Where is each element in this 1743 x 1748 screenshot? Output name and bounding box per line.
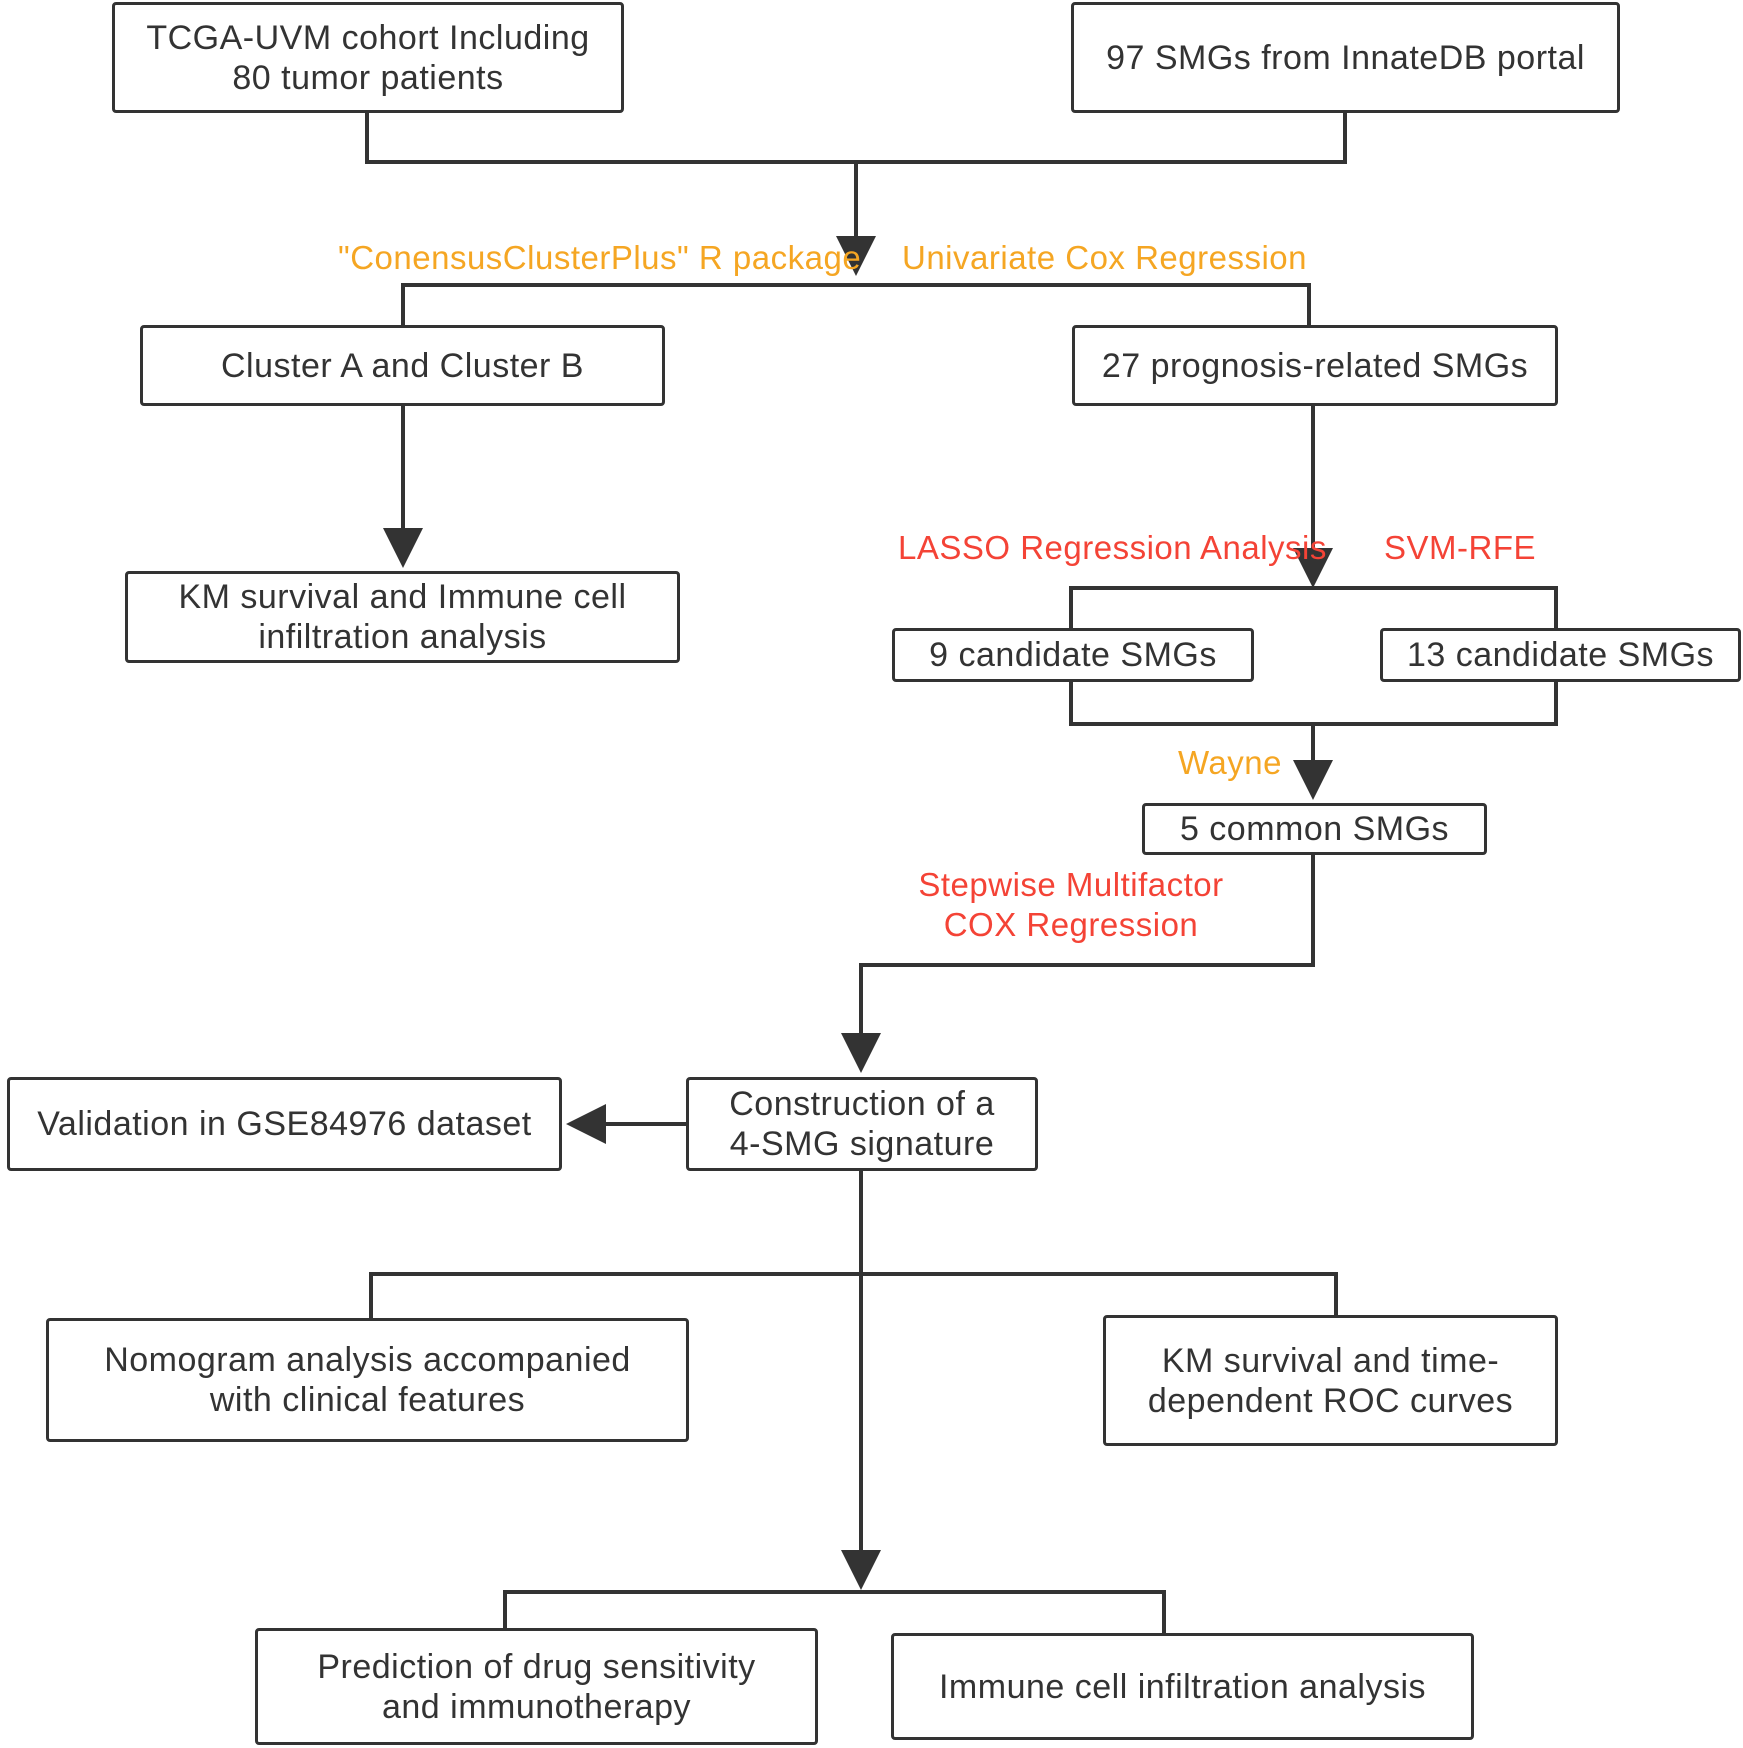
candidate-13-box: 13 candidate SMGs xyxy=(1380,628,1741,682)
candidate-merge-line xyxy=(1069,682,1558,726)
km-roc-line-2: dependent ROC curves xyxy=(1147,1381,1514,1420)
immune-infiltration-box: Immune cell infiltration analysis xyxy=(891,1633,1474,1740)
smgs97-line-1: 97 SMGs from InnateDB portal xyxy=(1106,38,1585,77)
signature-line-1: Construction of a xyxy=(729,1085,995,1123)
stepwise-line-2: COX Regression xyxy=(943,906,1199,943)
tcga-line-2: 80 tumor patients xyxy=(232,58,504,97)
drug-line-2: and immunotherapy xyxy=(381,1687,691,1726)
arrow-common-signature xyxy=(841,855,1315,1073)
branch-line-middle xyxy=(369,1272,1338,1318)
drug-line-1: Prediction of drug sensitivity xyxy=(317,1647,756,1686)
lasso-label: LASSO Regression Analysis xyxy=(898,529,1327,566)
tcga-line-1: TCGA-UVM cohort Including xyxy=(146,18,590,57)
candidate-9-box: 9 candidate SMGs xyxy=(892,628,1254,682)
split-line xyxy=(401,283,1311,325)
validation-box: Validation in GSE84976 dataset xyxy=(7,1077,562,1171)
branch-line-bottom xyxy=(503,1590,1166,1633)
merge-line-top xyxy=(365,113,1347,164)
cand9-line-1: 9 candidate SMGs xyxy=(929,636,1217,674)
km-roc-box: KM survival and time- dependent ROC curv… xyxy=(1103,1315,1558,1446)
consensus-label: "ConensusClusterPlus" R package xyxy=(338,239,862,276)
km-immune-box: KM survival and Immune cell infiltration… xyxy=(125,571,680,663)
km-immune-line-1: KM survival and Immune cell xyxy=(178,578,627,616)
prognosis-box: 27 prognosis-related SMGs xyxy=(1072,325,1558,406)
drug-sensitivity-box: Prediction of drug sensitivity and immun… xyxy=(255,1628,818,1745)
nomogram-box: Nomogram analysis accompanied with clini… xyxy=(46,1318,689,1442)
smgs-innatedb-box: 97 SMGs from InnateDB portal xyxy=(1071,2,1620,113)
common-5-box: 5 common SMGs xyxy=(1142,803,1487,855)
km-roc-line-1: KM survival and time- xyxy=(1161,1341,1500,1380)
wayne-label: Wayne xyxy=(1178,744,1282,781)
stepwise-line-1: Stepwise Multifactor xyxy=(918,866,1224,903)
univariate-label: Univariate Cox Regression xyxy=(902,239,1308,276)
common5-line-1: 5 common SMGs xyxy=(1179,810,1450,848)
cluster-line-1: Cluster A and Cluster B xyxy=(220,346,584,385)
nomogram-line-2: with clinical features xyxy=(209,1381,526,1419)
cand13-line-1: 13 candidate SMGs xyxy=(1406,636,1715,674)
nomogram-line-1: Nomogram analysis accompanied xyxy=(104,1341,631,1379)
validation-line-1: Validation in GSE84976 dataset xyxy=(37,1105,532,1143)
immune-infil-line-1: Immune cell infiltration analysis xyxy=(938,1667,1427,1706)
cluster-box: Cluster A and Cluster B xyxy=(140,325,665,406)
svm-rfe-label: SVM-RFE xyxy=(1384,529,1536,566)
signature-box: Construction of a 4-SMG signature xyxy=(686,1077,1038,1171)
signature-line-2: 4-SMG signature xyxy=(729,1125,995,1163)
prognosis-line-1: 27 prognosis-related SMGs xyxy=(1101,346,1529,385)
stepwise-label: Stepwise Multifactor COX Regression xyxy=(897,865,1245,945)
tcga-cohort-box: TCGA-UVM cohort Including 80 tumor patie… xyxy=(112,2,624,113)
km-immune-line-2: infiltration analysis xyxy=(258,618,547,656)
candidate-split-line xyxy=(1069,586,1558,628)
